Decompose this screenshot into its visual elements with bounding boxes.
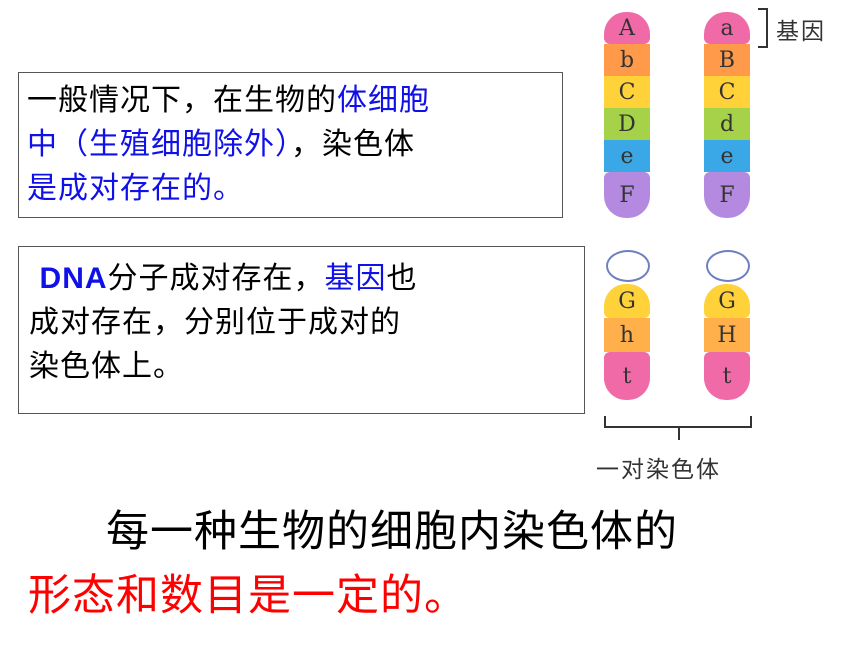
gene-segment-right-6: G: [704, 284, 750, 318]
pair-label: 一对染色体: [596, 457, 721, 483]
gene-bracket: [766, 8, 768, 48]
text-box-somatic-cells: 一般情况下，在生物的体细胞 中（生殖细胞除外），染色体 是成对存在的。: [18, 72, 563, 218]
gene-segment-right-1: B: [704, 44, 750, 76]
gene-segment-right-5: F: [704, 172, 750, 218]
text: 染色体上。: [29, 349, 184, 384]
gene-segment-left-1: b: [604, 44, 650, 76]
gene-segment-left-3: D: [604, 108, 650, 140]
gene-bracket-bottom: [758, 46, 768, 48]
pair-bracket-right: [750, 416, 752, 428]
text-highlight-somatic: 体细胞: [337, 83, 430, 118]
pair-bracket-mid: [678, 426, 680, 440]
gene-segment-right-3: d: [704, 108, 750, 140]
centromere-right: [706, 250, 750, 282]
gene-segment-right-8: t: [704, 352, 750, 400]
gene-segment-left-5: F: [604, 172, 650, 218]
gene-segment-left-0: A: [604, 12, 650, 44]
gene-segment-left-4: e: [604, 140, 650, 172]
text-dna: DNA: [39, 262, 108, 295]
gene-segment-left-2: C: [604, 76, 650, 108]
text-box-dna-genes: DNA分子成对存在，基因也 成对存在，分别位于成对的 染色体上。: [18, 246, 585, 414]
conclusion-line2: 形态和数目是一定的。: [28, 571, 468, 621]
gene-segment-right-4: e: [704, 140, 750, 172]
gene-segment-left-6: G: [604, 284, 650, 318]
pair-bracket-left: [604, 416, 606, 428]
text-highlight-gene: 基因: [324, 261, 387, 296]
conclusion-text: 每一种生物的细胞内染色体的 形态和数目是一定的。: [28, 500, 848, 628]
text: 也: [386, 261, 418, 296]
gene-segment-right-7: H: [704, 318, 750, 352]
centromere-left: [606, 250, 650, 282]
text: 分子成对存在，: [107, 261, 325, 296]
gene-segment-left-7: h: [604, 318, 650, 352]
gene-segment-right-2: C: [704, 76, 750, 108]
text: ，染色体: [291, 127, 415, 162]
text-highlight: 是成对存在的。: [27, 171, 244, 206]
text-highlight: 中（生殖细胞除外）: [27, 127, 291, 162]
gene-segment-left-8: t: [604, 352, 650, 400]
gene-label: 基因: [776, 19, 826, 45]
conclusion-line1: 每一种生物的细胞内染色体的: [106, 507, 678, 557]
text: 一般情况下，在生物的: [27, 83, 337, 118]
gene-bracket-top: [758, 8, 768, 10]
gene-segment-right-0: a: [704, 12, 750, 44]
text: 成对存在，分别位于成对的: [29, 305, 401, 340]
